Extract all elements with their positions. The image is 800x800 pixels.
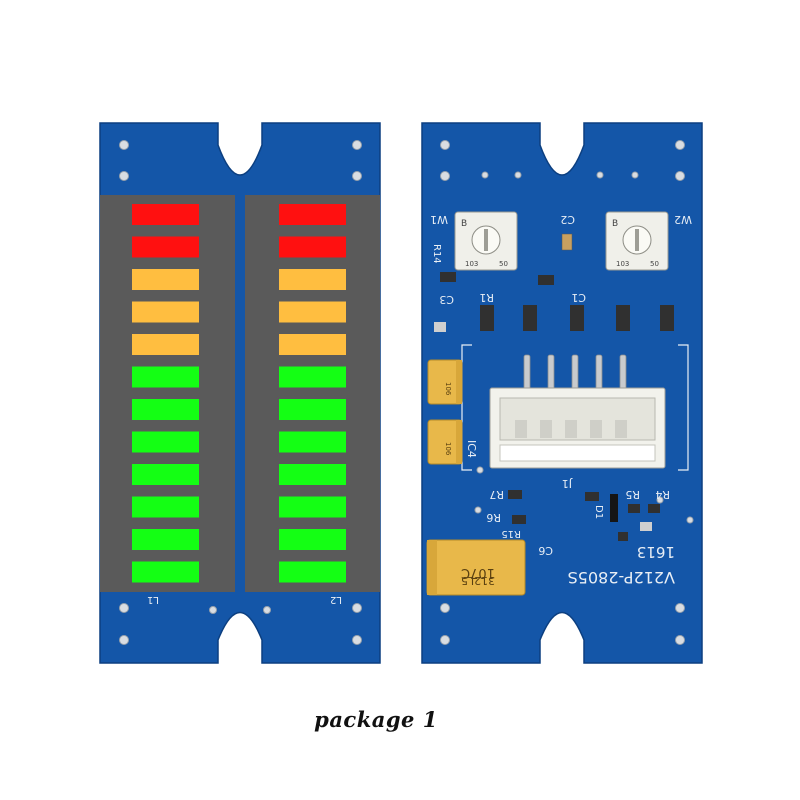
led-segment (279, 334, 346, 355)
svg-text:J1: J1 (562, 477, 573, 490)
led-segment (132, 334, 199, 355)
svg-text:D1: D1 (593, 505, 604, 519)
svg-text:C6: C6 (538, 544, 553, 557)
led-segment (132, 236, 199, 258)
svg-text:R7: R7 (489, 488, 504, 501)
back-board: B 103 50 B 103 50 (421, 122, 703, 664)
led-bar-label-2: L2 (330, 594, 342, 605)
svg-text:R4: R4 (655, 488, 670, 501)
tantalum-cap-small-2: 106 (427, 419, 463, 465)
led-segments-2 (279, 204, 346, 583)
led-segments-1 (132, 204, 199, 583)
caption: package 1 (314, 707, 438, 732)
led-bar-label-1: L1 (147, 594, 159, 605)
led-segment (279, 529, 346, 550)
led-bar-body-2 (245, 195, 380, 592)
svg-text:B: B (612, 219, 618, 229)
svg-text:107C: 107C (461, 565, 495, 580)
led-segment (132, 399, 199, 420)
svg-text:R6: R6 (486, 511, 501, 524)
svg-text:R5: R5 (625, 488, 640, 501)
led-segment (279, 236, 346, 258)
led-segment (279, 204, 346, 225)
svg-text:C1: C1 (571, 291, 586, 304)
led-segment (132, 301, 199, 323)
svg-text:1613: 1613 (637, 543, 675, 561)
trimmer-pot-w2: B 103 50 (605, 211, 669, 271)
led-segment (279, 399, 346, 420)
led-segment (279, 496, 346, 518)
led-segment (279, 431, 346, 453)
led-segment (132, 529, 199, 550)
svg-text:W2: W2 (674, 213, 692, 226)
svg-text:50: 50 (650, 260, 659, 268)
led-segment (279, 561, 346, 583)
svg-text:103: 103 (616, 260, 629, 268)
led-segment (132, 464, 199, 485)
led-segment (279, 464, 346, 485)
svg-text:R14: R14 (431, 244, 442, 264)
tantalum-cap-small-1: 106 (427, 359, 463, 405)
back-mounting-holes (440, 140, 694, 645)
svg-text:106: 106 (444, 382, 452, 396)
led-segment (279, 301, 346, 323)
svg-text:B: B (461, 219, 467, 229)
led-segment (132, 204, 199, 225)
svg-text:106: 106 (444, 442, 452, 456)
svg-text:IC4: IC4 (465, 440, 478, 458)
silkscreen-labels: W1 W2 R14 C2 R1 C3 C1 IC4 J1 R7 R5 R4 R6… (430, 213, 692, 587)
led-segment (132, 431, 199, 453)
svg-text:103: 103 (465, 260, 478, 268)
led-segment (279, 366, 346, 388)
smd-components (434, 233, 674, 541)
svg-text:C2: C2 (560, 213, 575, 226)
svg-text:50: 50 (499, 260, 508, 268)
svg-text:C3: C3 (439, 293, 454, 306)
svg-text:R1: R1 (479, 291, 494, 304)
led-segment (132, 269, 199, 290)
led-bar-body-1 (100, 195, 235, 592)
led-segment (132, 561, 199, 583)
svg-text:312L5: 312L5 (461, 574, 495, 587)
trimmer-pot-w1: B 103 50 (454, 211, 518, 271)
led-segment (132, 366, 199, 388)
front-board: L1 L2 (99, 122, 381, 664)
front-mounting-holes (119, 140, 362, 645)
tantalum-cap-large: 107C 312L5 (426, 539, 526, 596)
led-segment (279, 269, 346, 290)
svg-text:V212P-2805S: V212P-2805S (568, 568, 675, 587)
led-segment (132, 496, 199, 518)
connector-j1 (489, 387, 666, 469)
svg-text:W1: W1 (430, 213, 448, 226)
svg-text:R15: R15 (501, 528, 521, 539)
